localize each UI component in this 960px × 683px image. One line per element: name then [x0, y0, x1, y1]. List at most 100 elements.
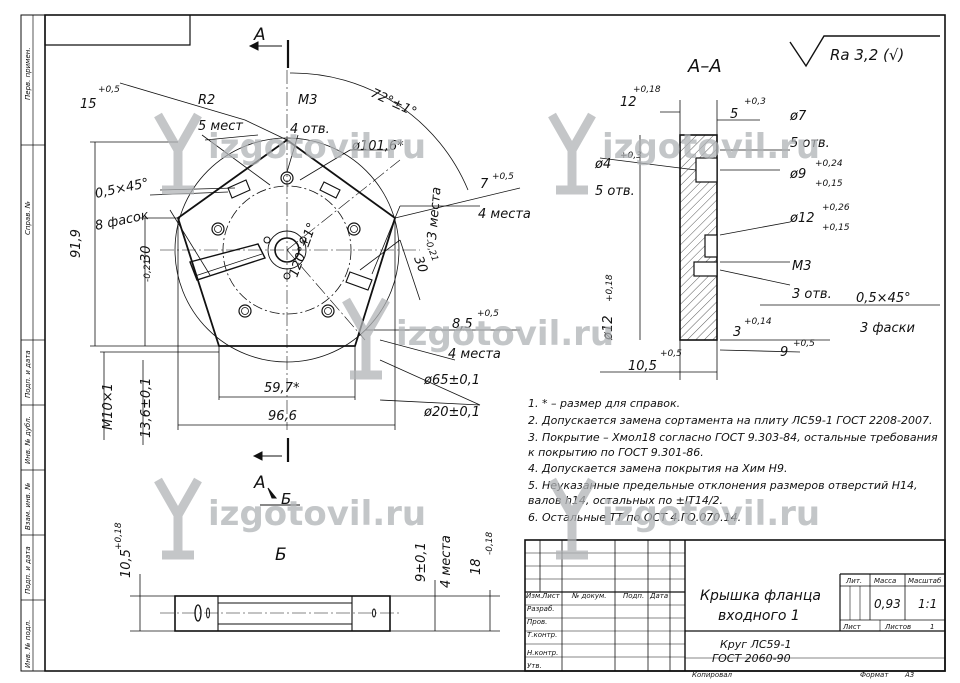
- dim-m3-count: 4 отв.: [290, 122, 330, 137]
- tb-sheet-label: Лист: [842, 623, 862, 631]
- watermark-logos: izgotovil.ru izgotovil.ru izgotovil.ru i…: [154, 112, 820, 560]
- sa-phi7-count: 5 отв.: [790, 136, 830, 151]
- section-aa-dimensions: 12 +0,18 5 +0,3 ø7 5 отв. ø4 +0,3 5 отв.…: [594, 85, 915, 374]
- section-aa-view: [599, 100, 940, 380]
- tb-sheets-label: Листов: [884, 623, 911, 631]
- tb-scale-value: 1:1: [918, 597, 937, 611]
- dim-91-9: 91,9: [69, 229, 84, 258]
- dim-96-6: 96,6: [268, 409, 297, 424]
- roughness-symbol: Ra 3,2 (√): [789, 35, 940, 68]
- tb-sheets-value: 1: [930, 623, 934, 631]
- sa-phi12b: ø12: [789, 211, 815, 226]
- sa-12-tol: +0,18: [633, 85, 661, 95]
- vb-18-tol: -0,18: [485, 531, 495, 555]
- dim-d65: ø65±0,1: [423, 373, 480, 388]
- sa-12: 12: [620, 95, 637, 110]
- tb-mass-value: 0,93: [874, 597, 901, 611]
- sa-phi12b-tol-up: +0,26: [822, 203, 850, 213]
- dim-15: 15: [80, 97, 97, 112]
- strip-label: Справ. №: [24, 201, 32, 235]
- note-line: 1. * – размер для справок.: [528, 397, 680, 410]
- dim-7-count: 4 места: [478, 207, 531, 222]
- drawing-frame: [20, 14, 946, 672]
- tb-part-name-1: Крышка фланца: [700, 588, 821, 604]
- sa-chamfer-count: 3 фаски: [860, 321, 915, 336]
- note-line: 5. Неуказанные предельные отклонения раз…: [528, 479, 918, 492]
- dim-7-tol: +0,5: [492, 172, 514, 182]
- dim-7: 7: [480, 177, 489, 192]
- strip-label: Инв. № дубл.: [24, 416, 32, 464]
- watermark-figure-icon: [154, 112, 202, 195]
- tb-col-doc: № докум.: [571, 592, 607, 600]
- sa-9: 9: [780, 345, 788, 360]
- tb-col-izm: Изм.: [526, 592, 542, 600]
- watermark-text: izgotovil.ru: [208, 127, 426, 167]
- sa-5-tol: +0,3: [744, 97, 766, 107]
- tb-col-sign: Подп.: [623, 592, 644, 600]
- tb-row-utv: Утв.: [527, 662, 542, 670]
- watermark-figure-icon: [342, 297, 390, 380]
- sa-m3: M3: [792, 259, 812, 274]
- dim-d101: ø101,6*: [351, 139, 404, 154]
- note-line: к покрытию по ГОСТ 9.301-86.: [528, 446, 704, 459]
- section-aa-title: A–A: [687, 56, 722, 77]
- strip-label: Перв. примен.: [24, 47, 32, 100]
- strip-label: Взам. инв. №: [24, 482, 32, 530]
- dim-30b-count: 3 места: [425, 186, 445, 240]
- view-letter-b: Б: [281, 490, 291, 508]
- view-b-dimensions: 10,5 +0,18 9±0,1 4 места 18 -0,18: [114, 522, 495, 588]
- section-markers: [248, 40, 300, 506]
- sa-m3-count: 3 отв.: [792, 287, 832, 302]
- dim-chamfer-count: 8 фасок: [94, 208, 151, 234]
- vb-9-count: 4 места: [439, 535, 454, 588]
- note-line: 4. Допускается замена покрытия на Хим Н9…: [528, 462, 787, 475]
- sa-phi4-count: 5 отв.: [595, 184, 635, 199]
- sa-phi9-tol-up: +0,24: [815, 159, 843, 169]
- dim-15-tol: +0,5: [98, 85, 120, 95]
- sa-3-tol: +0,14: [744, 317, 772, 327]
- note-line: 2. Допускается замена сортамента на плит…: [528, 414, 932, 427]
- technical-notes: 1. * – размер для справок. 2. Допускаетс…: [528, 397, 938, 524]
- vb-10-5: 10,5: [119, 549, 134, 578]
- tb-lit-label: Лит.: [845, 577, 862, 585]
- tb-material-1: Круг ЛС59-1: [720, 638, 792, 651]
- dim-30a-tol: -0,21: [143, 259, 153, 282]
- flange-front-view: [160, 70, 420, 430]
- roughness-label: Ra 3,2 (√): [830, 46, 904, 64]
- dim-8-5-count: 4 места: [448, 347, 501, 362]
- tb-row-prov: Пров.: [527, 618, 547, 626]
- watermark-figure-icon: [548, 477, 596, 560]
- watermark-figure-icon: [548, 112, 596, 195]
- watermark-text: izgotovil.ru: [396, 314, 614, 354]
- title-block-texts: Изм. Лист № докум. Подп. Дата Разраб. Пр…: [526, 577, 942, 679]
- vb-9: 9±0,1: [414, 542, 429, 582]
- dim-m10: M10×1: [101, 383, 116, 430]
- dim-m3: M3: [298, 93, 318, 108]
- tb-scale-label: Масштаб: [908, 577, 942, 585]
- sa-10-5-tol: +0,5: [660, 349, 682, 359]
- note-line: 6. Остальные ТТ по ОСТ 4.ГО.070.14.: [528, 511, 741, 524]
- dim-30b: 30: [410, 254, 430, 275]
- sa-phi7: ø7: [789, 109, 807, 124]
- strip-label: Подп. и дата: [24, 546, 32, 594]
- tb-col-list: Лист: [541, 592, 561, 600]
- tb-row-tkontr: Т.контр.: [527, 631, 557, 639]
- vb-10-5-tol: +0,18: [114, 522, 124, 550]
- main-dimension-texts: 15 +0,5 R2 5 мест M3 4 отв. 72°±1° ø101,…: [69, 85, 531, 438]
- view-b-label: Б: [275, 545, 287, 565]
- dim-8-5-tol: +0,5: [477, 309, 499, 319]
- tb-mass-label: Масса: [874, 577, 896, 585]
- sa-chamfer: 0,5×45°: [856, 291, 911, 306]
- strip-label: Подп. и дата: [24, 350, 32, 398]
- tb-row-razrab: Разраб.: [527, 605, 555, 613]
- watermark-text: izgotovil.ru: [602, 494, 820, 534]
- tb-part-name-2: входного 1: [718, 608, 800, 624]
- tb-format: Формат: [860, 671, 889, 679]
- watermark-figure-icon: [154, 477, 202, 560]
- sa-5: 5: [730, 107, 738, 122]
- sa-phi4-tol: +0,3: [620, 151, 642, 161]
- tb-row-nkontr: Н.контр.: [527, 649, 558, 657]
- dim-chamfer: 0,5×45°: [94, 176, 151, 202]
